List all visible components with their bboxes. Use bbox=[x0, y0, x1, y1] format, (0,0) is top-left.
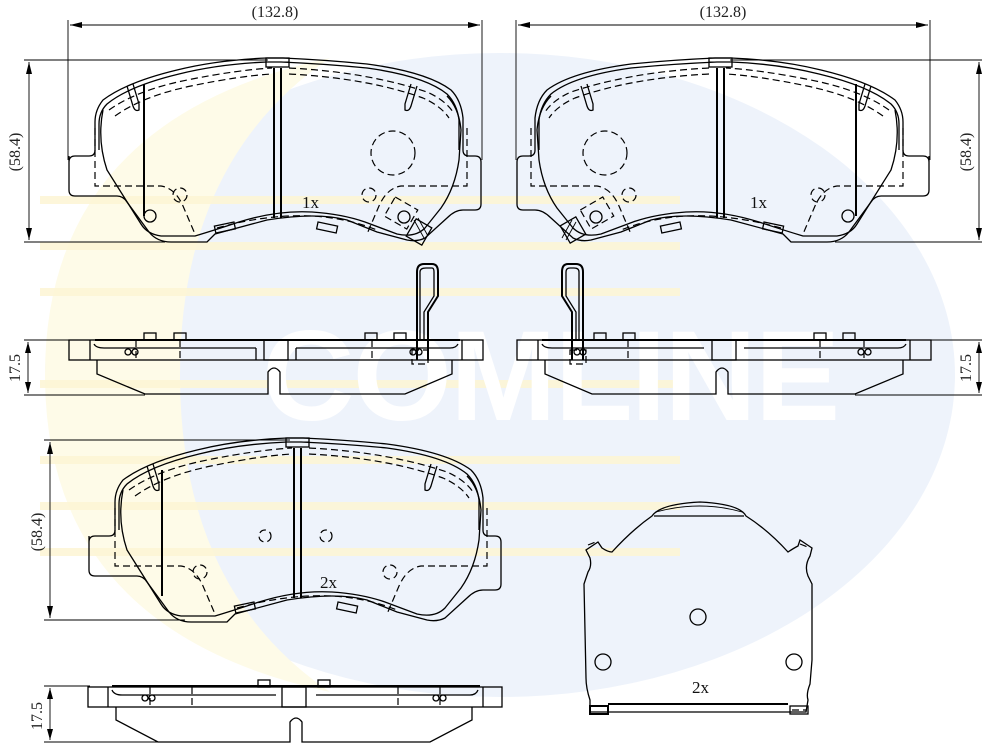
wear-sensor-wire bbox=[409, 263, 439, 365]
width-dimension-label: (132.8) bbox=[700, 4, 747, 21]
rivet bbox=[148, 694, 156, 702]
shim-clip-right bbox=[789, 705, 809, 715]
quantity-label: 2x bbox=[320, 573, 338, 592]
hole bbox=[810, 187, 826, 203]
tab bbox=[143, 332, 157, 341]
arrow-up-icon bbox=[976, 62, 982, 74]
shim-outline bbox=[583, 501, 813, 713]
wear-sensor bbox=[559, 196, 615, 245]
tab bbox=[593, 332, 607, 341]
tab bbox=[257, 679, 271, 688]
hole bbox=[621, 187, 637, 203]
tab bbox=[364, 332, 378, 341]
center-block bbox=[711, 339, 737, 361]
arrow-right-icon bbox=[916, 22, 928, 28]
thickness-dimension-label: 17.5 bbox=[7, 354, 24, 382]
shim-edge bbox=[541, 343, 907, 349]
arrow-up-icon bbox=[47, 688, 53, 699]
hole bbox=[172, 187, 188, 203]
arrow-down-icon bbox=[25, 382, 31, 393]
hole bbox=[361, 187, 377, 203]
tab bbox=[393, 332, 407, 341]
shim-hole-left bbox=[594, 653, 612, 671]
height-dimension-label: (58.4) bbox=[7, 133, 24, 172]
arrow-down-icon bbox=[47, 606, 53, 618]
arrow-right-icon bbox=[468, 22, 480, 28]
watermark-stripes bbox=[40, 196, 680, 556]
top-left-pad-view: (132.8) (58.4) 1x bbox=[7, 4, 483, 247]
friction-material bbox=[96, 360, 453, 395]
bottom-pad-view: (58.4) 2x bbox=[29, 437, 502, 623]
hole bbox=[841, 209, 855, 223]
arrow-down-icon bbox=[976, 228, 982, 240]
bottom-side-view: 17.5 bbox=[29, 679, 503, 743]
shim-tab-left bbox=[587, 540, 599, 546]
rivet bbox=[439, 694, 447, 702]
tab bbox=[842, 332, 856, 341]
shim-clip-left bbox=[589, 705, 609, 715]
rivet bbox=[141, 694, 149, 702]
arrow-left-icon bbox=[518, 22, 530, 28]
rivet bbox=[131, 348, 139, 356]
shim-hole-center bbox=[689, 608, 707, 626]
arrow-down-icon bbox=[47, 729, 53, 740]
arrow-up-icon bbox=[26, 62, 32, 74]
side-left-view: 17.5 bbox=[7, 263, 484, 396]
shim-tab-right bbox=[799, 543, 811, 549]
rivet bbox=[864, 348, 872, 356]
rivet bbox=[432, 694, 440, 702]
top-right-pad-view: (132.8) (58.4) 1x bbox=[515, 4, 982, 245]
hole bbox=[258, 529, 272, 543]
rivet bbox=[857, 348, 865, 356]
watermark-crescent bbox=[45, 58, 330, 692]
arrow-up-icon bbox=[47, 442, 53, 454]
piston-circle bbox=[582, 130, 628, 176]
height-dimension-label: (58.4) bbox=[958, 133, 975, 172]
tab bbox=[622, 332, 636, 341]
shim-top-arc bbox=[655, 505, 743, 513]
height-dimension-label: (58.4) bbox=[29, 513, 46, 552]
friction-material bbox=[544, 360, 904, 395]
center-block bbox=[263, 339, 289, 361]
friction-material bbox=[115, 707, 473, 743]
arrow-down-icon bbox=[26, 228, 32, 240]
thickness-dimension-label: 17.5 bbox=[29, 702, 46, 730]
shim-hole-right bbox=[785, 653, 803, 671]
width-dimension-label: (132.8) bbox=[252, 4, 299, 21]
wear-sensor bbox=[383, 196, 433, 247]
side-right-view: 17.5 bbox=[516, 263, 982, 396]
center-block bbox=[281, 686, 307, 708]
arrow-left-icon bbox=[70, 22, 82, 28]
hole bbox=[192, 564, 208, 580]
thickness-dimension-label: 17.5 bbox=[958, 354, 975, 382]
comline-watermark: COMLINE bbox=[40, 53, 955, 697]
quantity-label: 2x bbox=[692, 678, 710, 697]
arrow-up-icon bbox=[25, 342, 31, 353]
wear-sensor-wire bbox=[561, 263, 587, 365]
arrow-up-icon bbox=[976, 342, 982, 353]
hole bbox=[382, 564, 398, 580]
arrow-down-icon bbox=[976, 382, 982, 393]
shim-edge bbox=[93, 343, 459, 349]
tab bbox=[317, 679, 331, 688]
quantity-label: 1x bbox=[750, 193, 768, 212]
hole bbox=[319, 529, 333, 543]
piston-circle bbox=[370, 130, 416, 176]
rivet bbox=[124, 348, 132, 356]
shim-view: 2x bbox=[583, 501, 813, 715]
quantity-label: 1x bbox=[302, 193, 320, 212]
shim-edge bbox=[111, 689, 479, 696]
